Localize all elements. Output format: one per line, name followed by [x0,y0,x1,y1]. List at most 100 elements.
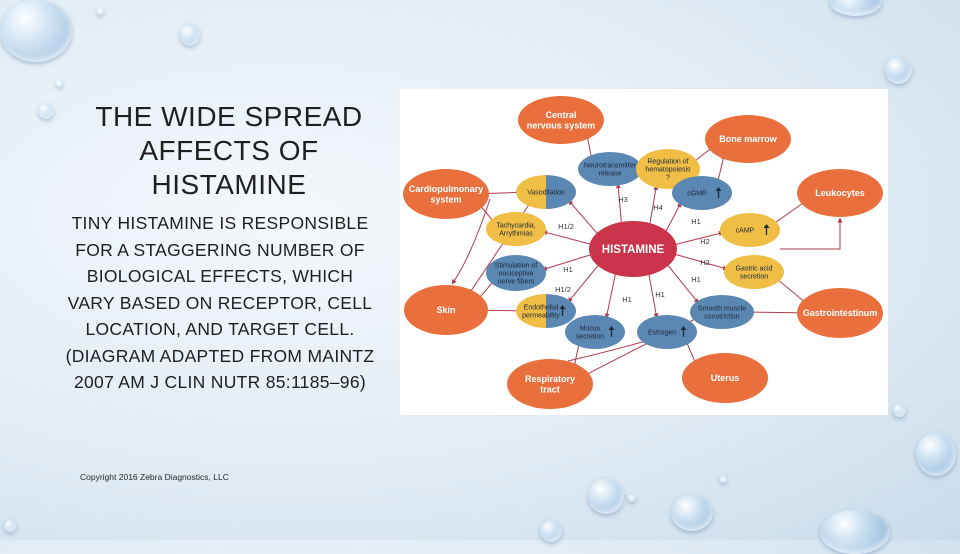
effect-label-cgmp: cGMP [687,190,707,197]
effect-node-neuro [578,152,642,186]
receptor-label: H1 [691,275,701,284]
organ-node-gastro [797,288,883,338]
organ-node-resp [507,359,593,409]
water-droplet [820,510,890,554]
water-droplet [885,57,912,84]
organ-connector [771,200,807,226]
receptor-label: H1/2 [555,285,571,294]
effect-connector [648,273,659,319]
receptor-label: H1 [655,290,665,299]
organ-connector [717,154,726,183]
water-droplet [830,0,882,16]
effect-label-tachy: Tachycardia,Arrythmias [496,222,535,237]
organ-node-skin [404,285,488,335]
effect-label-camp: cAMP [736,227,755,234]
effect-connector [567,264,600,303]
effect-node-smooth [690,295,754,329]
copyright-notice: Copyright 2016 Zebra Diagnostics, LLC [80,472,229,482]
up-arrow-icon [763,224,770,228]
water-droplet [97,8,104,15]
organ-label-leuko: Leukocytes [815,188,865,198]
up-arrow-icon [559,305,566,309]
effect-node-stim [486,255,546,291]
receptor-label: H4 [653,203,663,212]
receptor-label: H1 [691,217,701,226]
organ-connector [451,198,491,285]
effect-connector [673,253,728,271]
organ-connector [775,277,808,305]
effect-connector [542,230,592,246]
effect-connector [568,200,599,235]
effect-connector [665,202,682,233]
water-droplet [180,24,200,46]
water-droplet [0,0,72,62]
effect-node-vaso-left [516,175,546,209]
effect-node-tachy [486,212,546,246]
effect-node-vaso-right [546,175,576,209]
organ-label-skin: Skin [436,305,455,315]
up-arrow-icon [715,187,722,191]
organ-connector [481,307,523,313]
histamine-center-label: HISTAMINE [602,244,665,256]
effect-label-estro: Estrogen [648,329,676,336]
effect-node-mucus [565,315,625,349]
effect-node-estro [637,315,697,349]
organ-label-gastro: Gastrointestinum [803,308,878,318]
water-droplet [671,495,713,531]
water-droplet [720,476,727,483]
effect-node-camp [720,213,780,247]
effect-node-endo-right [546,294,576,328]
water-droplet [38,103,54,119]
water-droplet [56,80,63,87]
water-droplet [893,404,906,417]
organ-node-leuko [797,169,883,217]
water-droplet [916,432,956,476]
effect-node-gastric [724,255,784,289]
up-arrow-icon [608,326,615,330]
organ-connector [747,310,804,316]
effect-node-cgmp [672,176,732,210]
effect-node-endo-left [516,294,546,328]
organ-label-bone: Bone marrow [719,134,778,144]
organ-label-uterus: Uterus [711,373,740,383]
organ-node-cns [518,96,604,144]
receptor-label: H1/2 [558,222,574,231]
up-arrow-icon [680,326,687,330]
organ-node-uterus [682,353,768,403]
water-droplet [4,520,16,532]
effect-connector [674,231,724,246]
organ-node-cardio [403,169,489,219]
receptor-label: H2 [700,258,710,267]
effect-label-vaso: Vasodilation [527,189,565,196]
effect-connector [649,184,659,225]
slide-title: THE WIDE SPREAD AFFECTS OF HISTAMINE [95,101,363,200]
effect-node-reg [636,149,700,189]
water-droplet [540,520,562,542]
organ-node-bone [705,115,791,163]
water-droplet [628,494,636,502]
water-droplet [588,478,624,514]
receptor-label: H3 [618,195,628,204]
organ-connector [482,190,523,196]
effect-connector [604,273,617,319]
receptor-label: H1 [622,295,632,304]
organ-connector [780,217,843,250]
effect-connector [541,253,593,271]
effect-connector [666,264,699,304]
effect-connector [615,183,622,224]
receptor-label: H1 [563,265,573,274]
histamine-center-node [589,221,677,277]
slide-body-text: TINY HISTAMINE IS RESPONSIBLE FOR A STAG… [65,213,375,392]
